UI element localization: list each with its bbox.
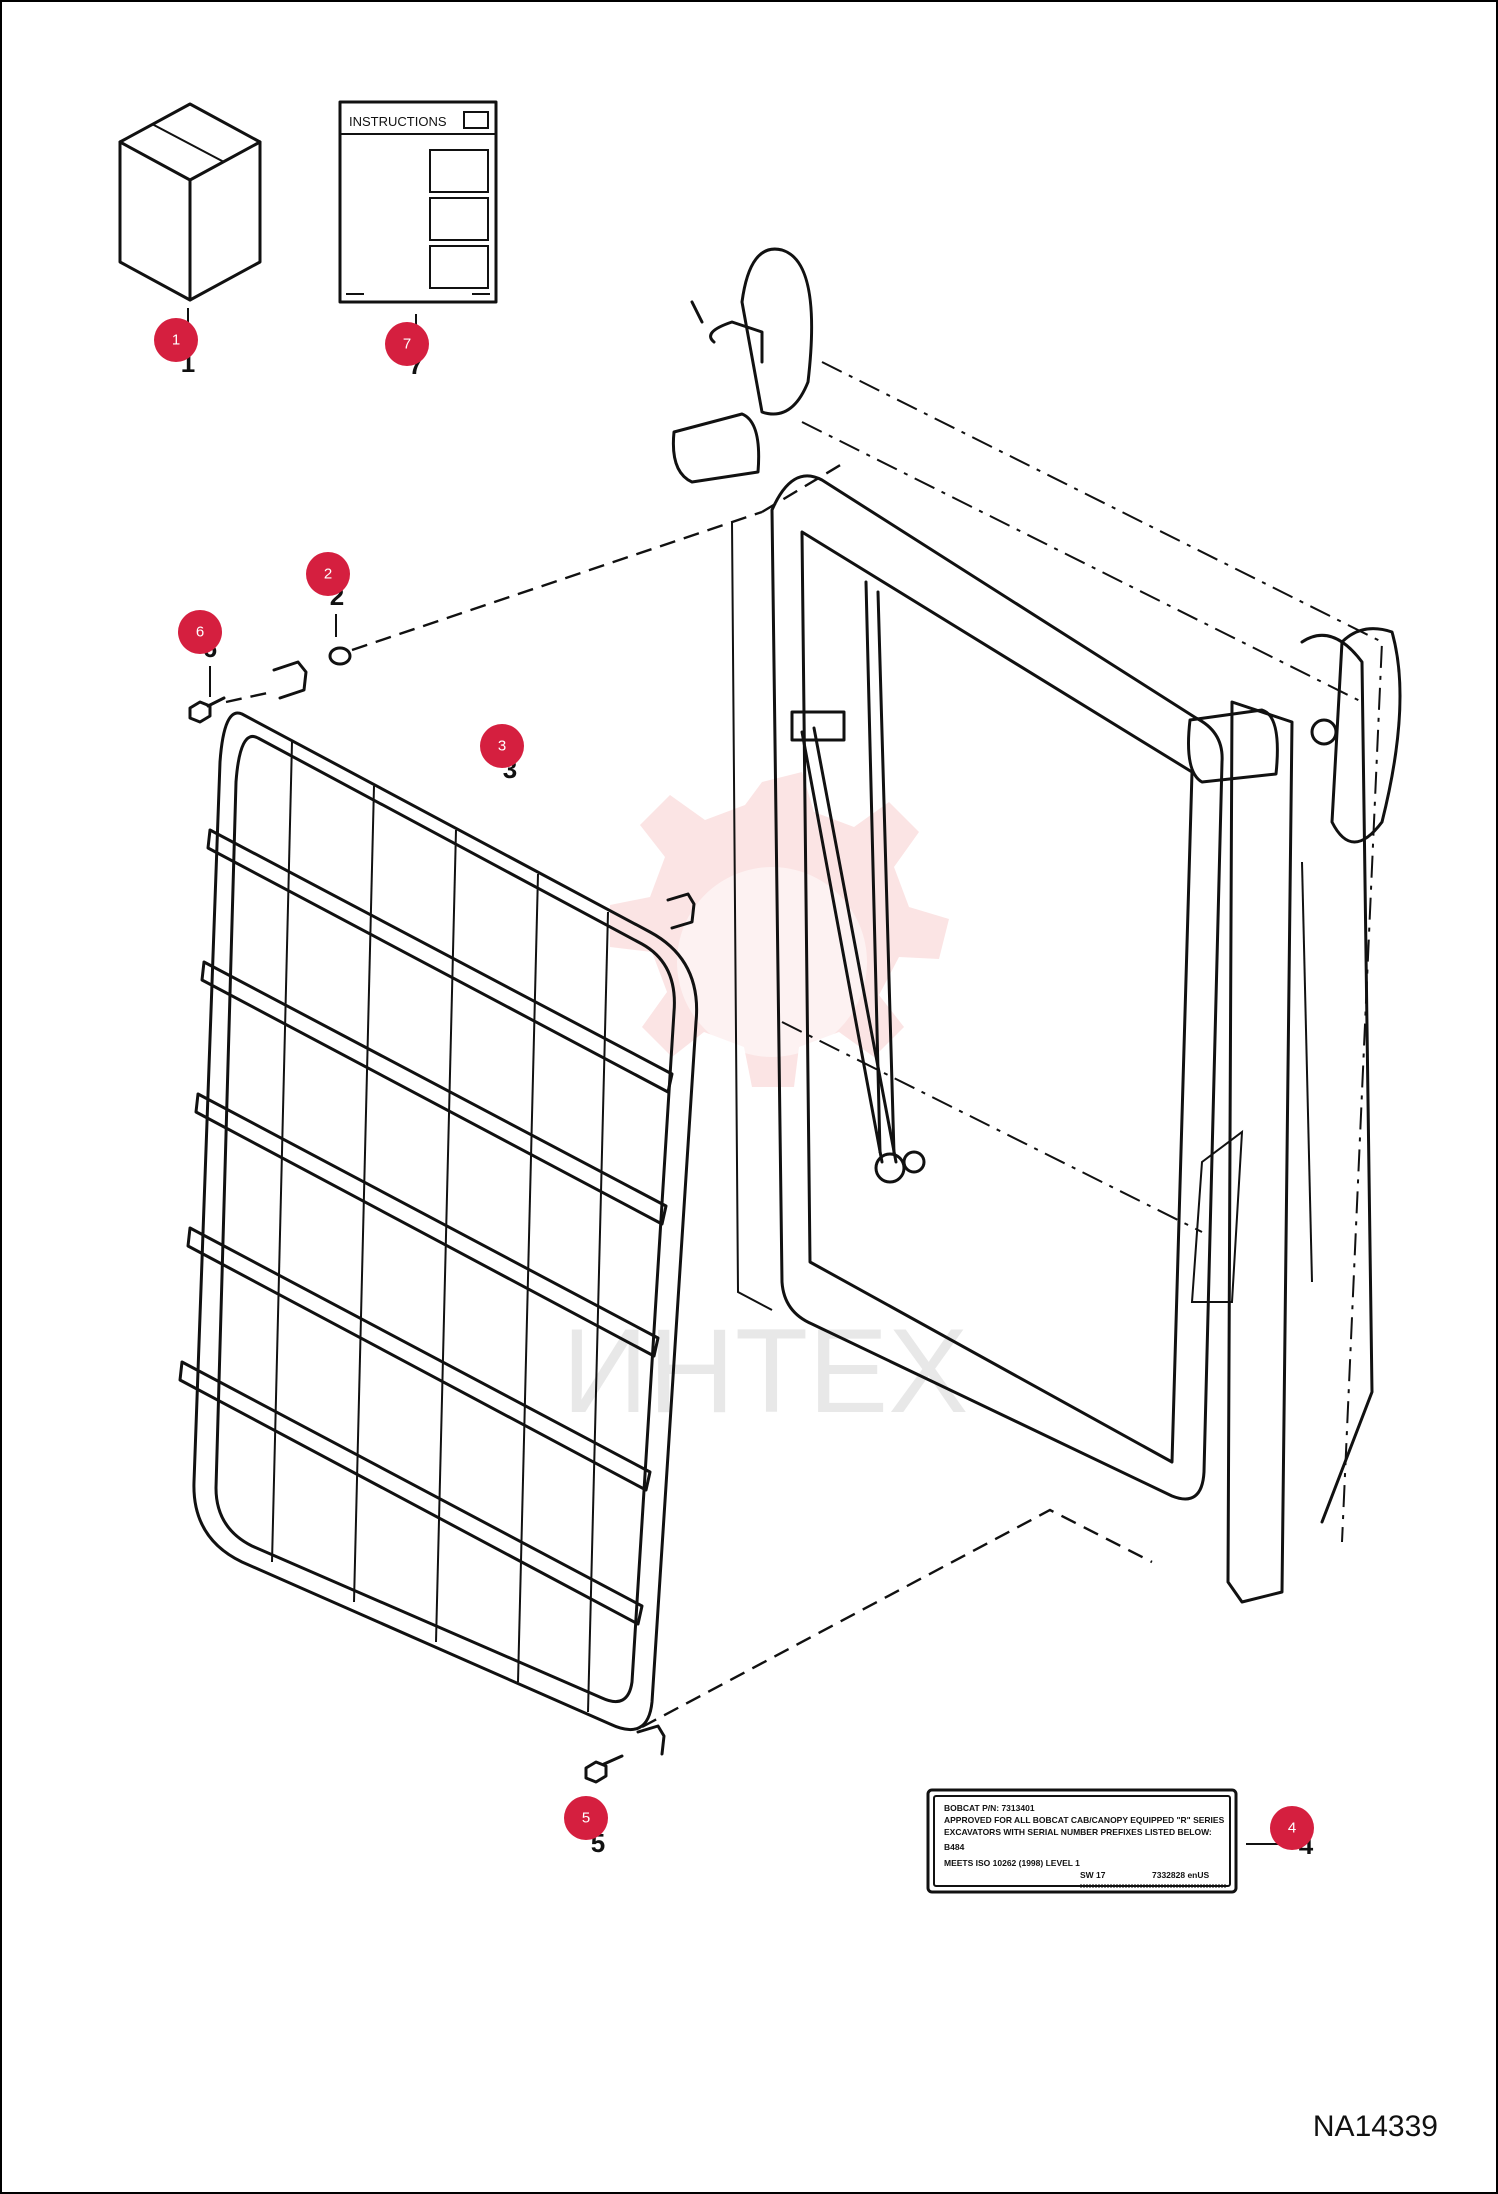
svg-text:6: 6 [196, 624, 204, 641]
decal-line3: EXCAVATORS WITH SERIAL NUMBER PREFIXES L… [944, 1827, 1212, 1837]
callout-7[interactable]: 7 [385, 322, 429, 366]
svg-text:5: 5 [582, 1810, 590, 1827]
box-icon [118, 102, 262, 302]
callout-3[interactable]: 3 [480, 724, 524, 768]
front-guard [178, 660, 699, 1756]
decal-code-right: 7332828 enUS [1152, 1870, 1210, 1880]
decal-line4: B484 [944, 1842, 965, 1852]
bolt-top [188, 696, 226, 724]
mirror-left [671, 247, 814, 484]
decal-line1: BOBCAT P/N: 7313401 [944, 1803, 1035, 1813]
callout-5[interactable]: 5 [564, 1796, 608, 1840]
callout-1[interactable]: 1 [154, 318, 198, 362]
warning-decal: BOBCAT P/N: 7313401 APPROVED FOR ALL BOB… [926, 1788, 1238, 1894]
washer [328, 646, 352, 666]
svg-text:4: 4 [1288, 1820, 1296, 1837]
wiper-arm [790, 580, 926, 1184]
bolt-bottom [584, 1754, 624, 1784]
decal-code-left: SW 17 [1080, 1870, 1106, 1880]
callout-6[interactable]: 6 [178, 610, 222, 654]
assembly-line [641, 1508, 1153, 1729]
watermark-text: ИНТЕХ [562, 1304, 968, 1438]
decal-line5: MEETS ISO 10262 (1998) LEVEL 1 [944, 1858, 1080, 1868]
watermark-gear-icon [610, 772, 949, 1087]
svg-text:1: 1 [172, 332, 180, 349]
callout-2[interactable]: 2 [306, 552, 350, 596]
svg-text:3: 3 [498, 738, 506, 755]
svg-text:2: 2 [324, 566, 332, 583]
assembly-line [351, 510, 763, 652]
assembly-line [225, 690, 273, 704]
svg-text:7: 7 [403, 336, 411, 353]
instructions-sheet: INSTRUCTIONS [338, 100, 498, 304]
callout-4[interactable]: 4 [1270, 1806, 1314, 1850]
mirror-right [1187, 627, 1402, 844]
cab-frame [731, 361, 1384, 1604]
instructions-header: INSTRUCTIONS [349, 114, 447, 129]
decal-line2: APPROVED FOR ALL BOBCAT CAB/CANOPY EQUIP… [944, 1815, 1225, 1825]
drawing-id: NA14339 [1312, 2110, 1438, 2143]
